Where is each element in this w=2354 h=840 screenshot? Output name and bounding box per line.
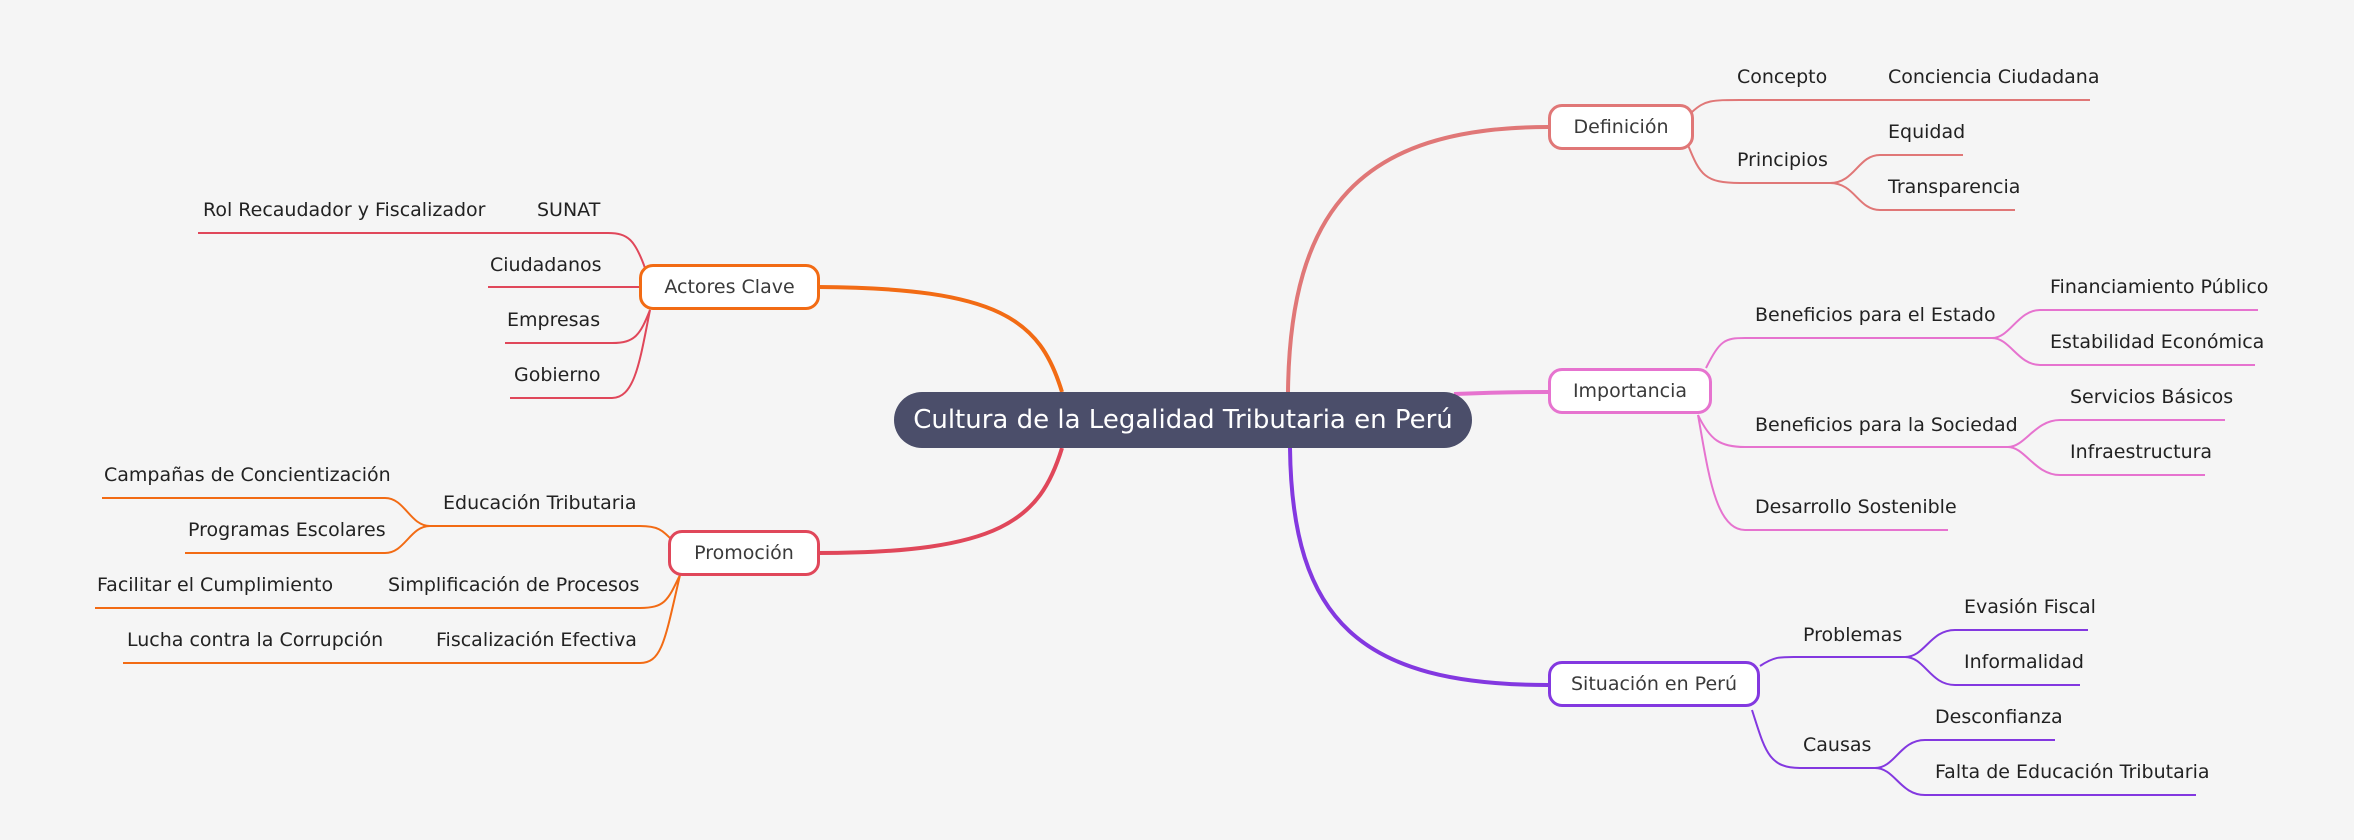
node-equidad[interactable]: Equidad: [1888, 121, 1966, 143]
node-desconfianza[interactable]: Desconfianza: [1935, 706, 2063, 728]
node-simplificacion[interactable]: Simplificación de Procesos: [388, 574, 640, 596]
branch-definicion[interactable]: Definición: [1548, 104, 1694, 150]
node-concepto[interactable]: Concepto: [1737, 66, 1828, 88]
branch-label: Situación en Perú: [1571, 673, 1737, 695]
node-desarrollo-sostenible[interactable]: Desarrollo Sostenible: [1755, 496, 1957, 518]
branch-label: Importancia: [1572, 380, 1688, 402]
node-beneficios-sociedad[interactable]: Beneficios para la Sociedad: [1755, 414, 2018, 436]
node-conciencia-ciudadana[interactable]: Conciencia Ciudadana: [1888, 66, 2100, 88]
node-estabilidad-economica[interactable]: Estabilidad Económica: [2050, 331, 2265, 353]
node-informalidad[interactable]: Informalidad: [1964, 651, 2084, 673]
node-beneficios-estado[interactable]: Beneficios para el Estado: [1755, 304, 1996, 326]
node-servicios-basicos[interactable]: Servicios Básicos: [2070, 386, 2234, 408]
node-rol-recaudador[interactable]: Rol Recaudador y Fiscalizador: [203, 199, 486, 221]
node-financiamiento-publico[interactable]: Financiamiento Público: [2050, 276, 2269, 298]
node-programas-escolares[interactable]: Programas Escolares: [188, 519, 386, 541]
node-campanas[interactable]: Campañas de Concientización: [104, 464, 391, 486]
branch-label: Actores Clave: [664, 276, 795, 298]
branch-actores-clave[interactable]: Actores Clave: [639, 264, 820, 310]
branch-promocion[interactable]: Promoción: [668, 530, 820, 576]
node-evasion-fiscal[interactable]: Evasión Fiscal: [1964, 596, 2096, 618]
branch-importancia[interactable]: Importancia: [1548, 368, 1712, 414]
branch-label: Promoción: [694, 542, 794, 564]
node-fiscalizacion-efectiva[interactable]: Fiscalización Efectiva: [436, 629, 637, 651]
node-falta-educacion[interactable]: Falta de Educación Tributaria: [1935, 761, 2210, 783]
central-topic[interactable]: Cultura de la Legalidad Tributaria en Pe…: [894, 392, 1472, 448]
node-principios[interactable]: Principios: [1737, 149, 1828, 171]
node-lucha-corrupcion[interactable]: Lucha contra la Corrupción: [127, 629, 384, 651]
branch-situacion[interactable]: Situación en Perú: [1548, 661, 1760, 707]
node-empresas[interactable]: Empresas: [507, 309, 601, 331]
node-ciudadanos[interactable]: Ciudadanos: [490, 254, 602, 276]
node-causas[interactable]: Causas: [1803, 734, 1872, 756]
node-problemas[interactable]: Problemas: [1803, 624, 1903, 646]
node-facilitar-cumplimiento[interactable]: Facilitar el Cumplimiento: [97, 574, 334, 596]
node-infraestructura[interactable]: Infraestructura: [2070, 441, 2213, 463]
branch-label: Definición: [1573, 116, 1669, 138]
node-sunat[interactable]: SUNAT: [537, 199, 601, 221]
node-educacion-tributaria[interactable]: Educación Tributaria: [443, 492, 637, 514]
node-gobierno[interactable]: Gobierno: [514, 364, 601, 386]
central-topic-label: Cultura de la Legalidad Tributaria en Pe…: [913, 405, 1453, 435]
node-transparencia[interactable]: Transparencia: [1888, 176, 2021, 198]
